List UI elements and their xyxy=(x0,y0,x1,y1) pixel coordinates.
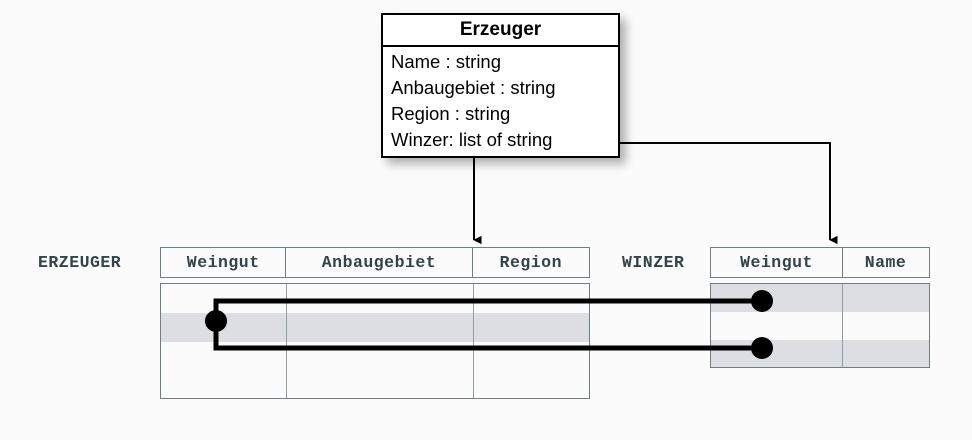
arrow-winzer xyxy=(600,142,838,245)
table-cell xyxy=(711,340,843,367)
table-cell xyxy=(287,371,474,398)
table-row[interactable] xyxy=(711,340,929,367)
table-cell xyxy=(711,284,843,312)
table-row[interactable] xyxy=(161,371,589,398)
column-header: Weingut xyxy=(161,248,287,277)
connector-line-lower xyxy=(213,321,762,351)
column-header: Weingut xyxy=(711,248,843,277)
uml-attribute: Region : string xyxy=(391,103,511,124)
table-header-winzer: Weingut Name xyxy=(710,247,930,278)
uml-class-name: Erzeuger xyxy=(383,15,618,47)
table-cell xyxy=(161,342,287,371)
table-cell xyxy=(711,312,843,340)
table-row[interactable] xyxy=(711,284,929,312)
column-header: Anbaugebiet xyxy=(286,248,473,277)
uml-attribute: Anbaugebiet : string xyxy=(391,77,556,98)
uml-attribute: Name : string xyxy=(391,51,502,72)
table-body-winzer xyxy=(710,283,930,368)
table-cell xyxy=(161,371,287,398)
uml-attribute: Winzer: list of string xyxy=(391,129,553,150)
connector-line-upper xyxy=(213,298,762,321)
table-row[interactable] xyxy=(161,342,589,371)
table-label-winzer: WINZER xyxy=(622,253,685,272)
table-cell xyxy=(287,313,474,342)
uml-class-box: Erzeuger Name : string Anbaugebiet : str… xyxy=(381,13,620,158)
uml-attribute-list: Name : string Anbaugebiet : string Regio… xyxy=(383,47,618,153)
table-cell xyxy=(161,313,287,342)
column-header: Name xyxy=(864,253,907,272)
table-label-erzeuger: ERZEUGER xyxy=(38,253,122,272)
connector-dot-winzer-row3 xyxy=(751,337,773,359)
table-cell xyxy=(287,342,474,371)
table-header-erzeuger: Weingut Anbaugebiet Region xyxy=(160,247,590,278)
connector-dot-erzeuger xyxy=(205,310,227,332)
connector-dot-winzer-row1 xyxy=(751,290,773,312)
table-row[interactable] xyxy=(161,313,589,342)
column-header: Region xyxy=(499,253,562,272)
table-row[interactable] xyxy=(711,312,929,340)
